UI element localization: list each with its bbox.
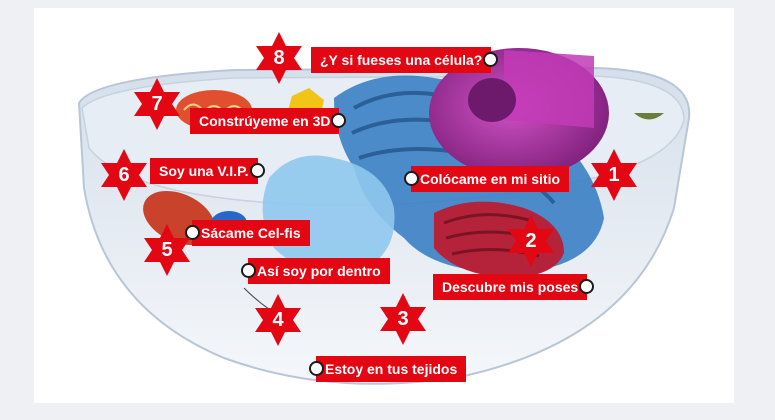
hexagram-icon (591, 149, 637, 201)
label-text: Sácame Cel-fis (201, 225, 301, 241)
label-text: Estoy en tus tejidos (325, 361, 458, 377)
marker-dot (579, 279, 595, 294)
marker-dot (404, 171, 419, 186)
star-8[interactable]: 8 (251, 30, 307, 86)
marker-dot (309, 361, 324, 376)
vesicle (634, 113, 664, 120)
label-y-si[interactable]: ¿Y si fueses una célula? (311, 47, 499, 73)
hexagram-icon (255, 294, 301, 346)
star-number: 7 (151, 93, 163, 115)
marker-dot (331, 113, 347, 128)
star-2[interactable]: 2 (503, 213, 559, 269)
label-text: Así soy por dentro (257, 263, 381, 279)
star-number: 4 (272, 309, 284, 331)
label-sacame[interactable]: Sácame Cel-fis (185, 220, 310, 246)
nucleolus (468, 78, 516, 122)
hexagram-icon (134, 78, 180, 130)
hexagram-icon (508, 215, 554, 267)
label-text: ¿Y si fueses una célula? (320, 52, 483, 68)
cell-diagram: Colócame en mi sitio Descubre mis poses … (34, 8, 734, 403)
label-estoy[interactable]: Estoy en tus tejidos (309, 356, 467, 382)
label-construyeme[interactable]: Constrúyeme en 3D (190, 108, 347, 134)
label-asi-soy[interactable]: Así soy por dentro (241, 258, 390, 284)
marker-dot (249, 163, 265, 178)
label-colocame[interactable]: Colócame en mi sitio (404, 166, 570, 192)
star-6[interactable]: 6 (96, 147, 152, 203)
star-1[interactable]: 1 (586, 147, 642, 203)
star-number: 3 (397, 308, 409, 330)
marker-dot (241, 263, 256, 278)
hexagram-icon (380, 293, 426, 345)
hexagram-icon (101, 149, 147, 201)
label-text: Constrúyeme en 3D (199, 113, 331, 129)
hexagram-icon (256, 32, 302, 84)
label-descubre[interactable]: Descubre mis poses (433, 274, 595, 300)
label-text: Descubre mis poses (442, 279, 579, 295)
star-number: 6 (118, 164, 130, 186)
marker-dot (185, 225, 200, 240)
star-7[interactable]: 7 (129, 76, 185, 132)
marker-dot (483, 52, 499, 67)
star-4[interactable]: 4 (250, 292, 306, 348)
label-vip[interactable]: Soy una V.I.P. (150, 158, 265, 184)
label-text: Colócame en mi sitio (420, 171, 561, 187)
star-number: 5 (161, 239, 173, 261)
star-number: 2 (525, 230, 537, 252)
star-number: 8 (273, 47, 285, 69)
hexagram-icon (144, 224, 190, 276)
star-5[interactable]: 5 (139, 222, 195, 278)
label-text: Soy una V.I.P. (159, 163, 249, 179)
star-number: 1 (608, 164, 620, 186)
star-3[interactable]: 3 (375, 291, 431, 347)
